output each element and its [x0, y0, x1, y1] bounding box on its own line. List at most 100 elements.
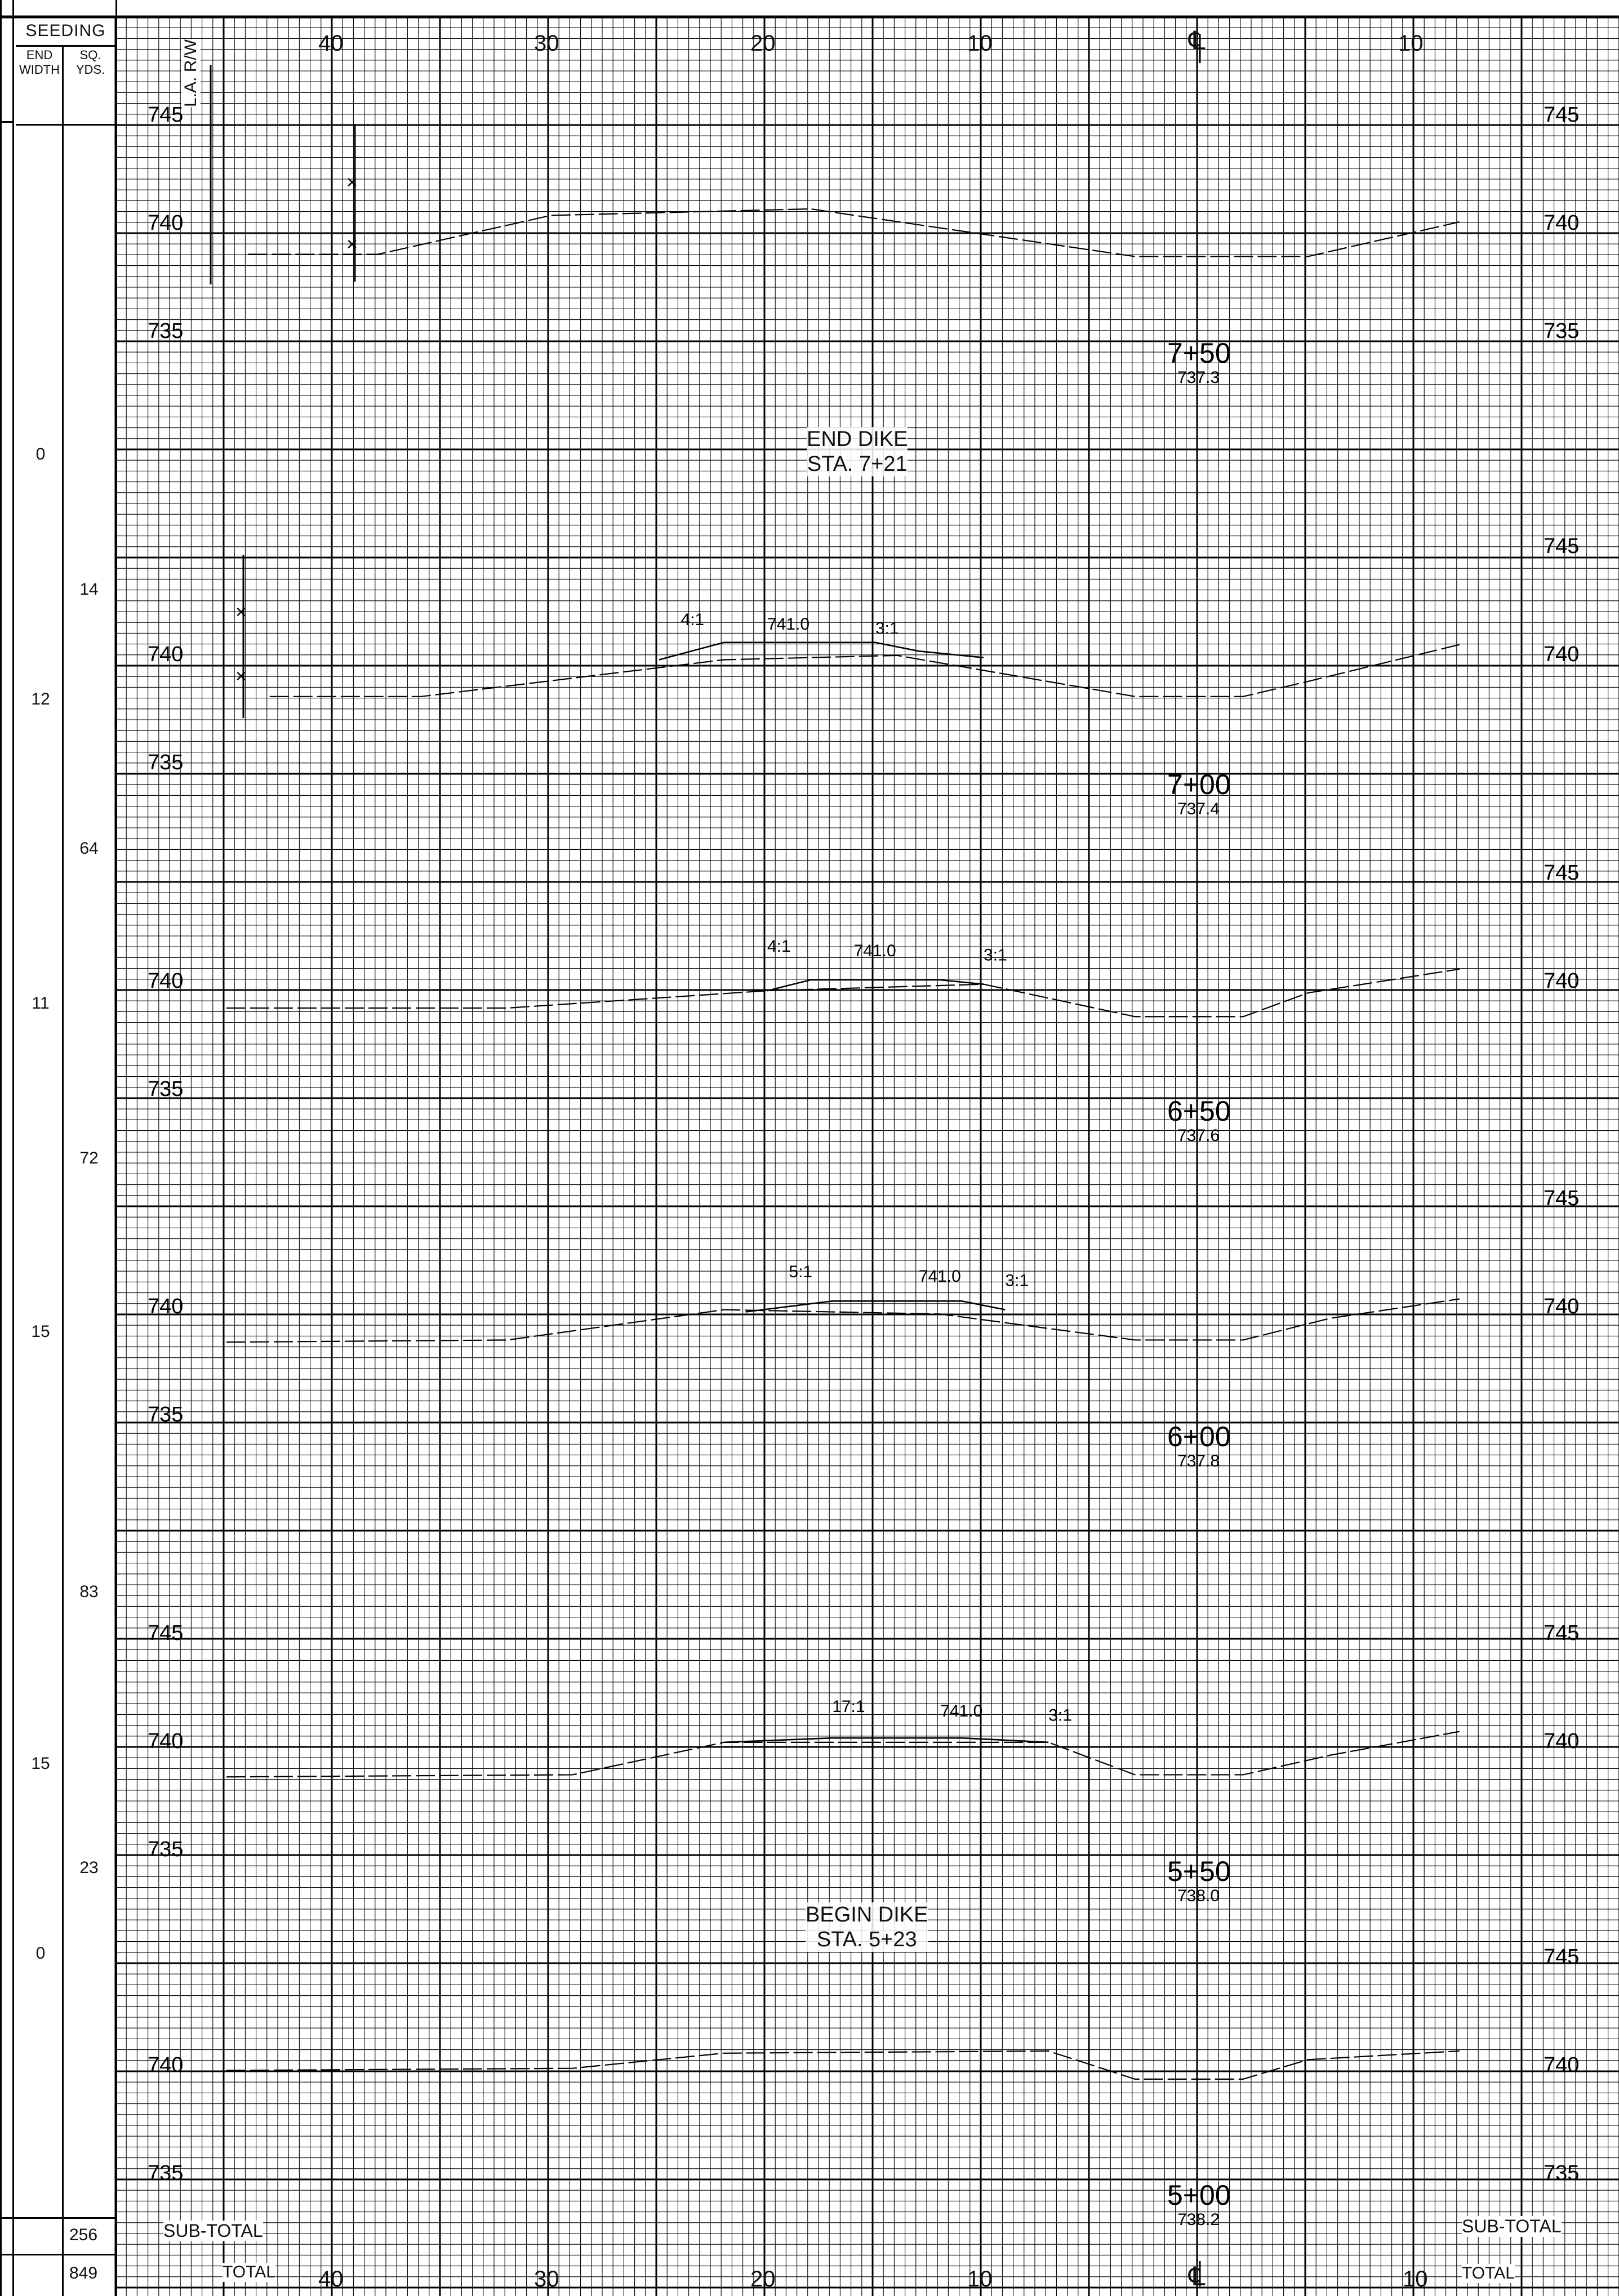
left-elevation-label: 745	[148, 103, 183, 127]
dike-profile	[745, 1300, 1006, 1313]
subtotal-value: 256	[69, 2226, 98, 2244]
graph-paper-grid	[0, 15, 1619, 2296]
right-elevation-label: 745	[1544, 534, 1579, 558]
station-label: 6+00	[1167, 1421, 1231, 1452]
left-elevation-label: 735	[148, 2161, 183, 2185]
station-label: 7+00	[1167, 769, 1231, 800]
left-elevation-label: 740	[148, 969, 183, 993]
right-slope-label: 3:1	[984, 946, 1007, 964]
end-width-value: 12	[31, 690, 50, 708]
left-elevation-label: 735	[148, 1403, 183, 1426]
right-elevation-label: 745	[1544, 1621, 1579, 1645]
right-elevation-label: 740	[1544, 969, 1579, 993]
end-width-header: END WIDTH	[19, 48, 60, 77]
fence-marker: ×	[346, 234, 358, 255]
seeding-header: SEEDING END WIDTH SQ. YDS.	[16, 17, 115, 126]
existing-ground-line	[226, 968, 1460, 1018]
left-elevation-label: 740	[148, 1729, 183, 1753]
dike-top-elevation: 741.0	[767, 615, 810, 634]
right-slope-label: 3:1	[875, 619, 899, 637]
station-elevation: 737.8	[1177, 1452, 1220, 1470]
bottom-tick-label: 10	[967, 2267, 993, 2291]
left-elevation-label: 735	[148, 1838, 183, 1861]
dike-profile	[724, 1737, 1049, 1744]
total-label-right: TOTAL	[1462, 2264, 1515, 2283]
right-elevation-label: 740	[1544, 643, 1579, 666]
station-elevation: 737.3	[1177, 368, 1220, 387]
sq-yds-header: SQ. YDS.	[75, 48, 105, 77]
left-slope-label: 5:1	[789, 1263, 812, 1281]
fence-marker: ×	[346, 172, 358, 193]
left-elevation-label: 740	[148, 2053, 183, 2077]
subtotal-label-right: SUB-TOTAL	[1462, 2216, 1562, 2237]
left-elevation-label: 740	[148, 643, 183, 666]
top-tick-label: 10	[1398, 31, 1424, 56]
left-elevation-label: 735	[148, 319, 183, 343]
left-slope-label: 4:1	[680, 610, 704, 629]
right-elevation-label: 745	[1544, 1187, 1579, 1210]
right-elevation-label: 745	[1544, 103, 1579, 127]
total-value: 849	[69, 2264, 98, 2282]
top-tick-label: 30	[534, 31, 559, 56]
dike-top-elevation: 741.0	[919, 1267, 961, 1286]
end-width-value: 0	[35, 445, 46, 463]
subtotal-label: SUB-TOTAL	[163, 2221, 263, 2241]
centerline-mark: ℄	[1189, 26, 1206, 55]
right-elevation-label: 740	[1544, 2053, 1579, 2077]
right-elevation-label: 740	[1544, 1729, 1579, 1753]
bottom-tick-label: 30	[534, 2267, 559, 2291]
existing-ground-line	[226, 1731, 1460, 1778]
end-width-value: 0	[35, 1944, 46, 1963]
existing-ground-line	[269, 644, 1460, 697]
sq-yds-value: 72	[79, 1149, 99, 1167]
station-label: 7+50	[1167, 337, 1231, 369]
begin-dike-note: BEGIN DIKE STA. 5+23	[806, 1902, 928, 1952]
fence-marker: ×	[235, 666, 247, 687]
right-elevation-label: 745	[1544, 1945, 1579, 1969]
existing-ground-line	[226, 2050, 1460, 2080]
dike-profile	[659, 641, 984, 661]
left-slope-label: 17:1	[832, 1697, 865, 1716]
station-elevation: 738.0	[1177, 1887, 1220, 1905]
right-elevation-label: 745	[1544, 861, 1579, 885]
left-elevation-label: 735	[148, 1077, 183, 1101]
sq-yds-value: 64	[79, 839, 99, 858]
left-elevation-label: 740	[148, 211, 183, 235]
bottom-tick-label: 10	[1403, 2267, 1428, 2291]
row-label: L.A. R/W	[181, 39, 201, 107]
station-label: 6+50	[1167, 1095, 1231, 1127]
dike-top-elevation: 741.0	[940, 1702, 982, 1720]
right-elevation-label: 735	[1544, 319, 1579, 343]
bottom-tick-label: 40	[318, 2267, 344, 2291]
seeding-title: SEEDING	[16, 17, 115, 47]
end-width-value: 11	[32, 994, 50, 1013]
bottom-tick-label: 20	[750, 2267, 776, 2291]
top-tick-label: 40	[318, 31, 344, 56]
left-elevation-label: 735	[148, 751, 183, 774]
sq-yds-value: 23	[79, 1858, 99, 1877]
right-slope-label: 3:1	[1048, 1706, 1072, 1724]
sq-yds-value: 14	[79, 580, 99, 599]
right-elevation-label: 735	[1544, 2161, 1579, 2185]
station-label: 5+50	[1167, 1856, 1231, 1887]
right-slope-label: 3:1	[1005, 1271, 1029, 1290]
dike-top-elevation: 741.0	[854, 942, 896, 960]
top-tick-label: 20	[750, 31, 776, 56]
station-elevation: 737.6	[1177, 1126, 1220, 1145]
station-label: 5+00	[1167, 2179, 1231, 2211]
existing-ground-line	[226, 1298, 1460, 1343]
right-elevation-label: 740	[1544, 1295, 1579, 1318]
centerline-mark: ℄	[1189, 2262, 1206, 2291]
station-elevation: 737.4	[1177, 800, 1220, 818]
end-width-value: 15	[31, 1322, 50, 1341]
station-elevation: 738.2	[1177, 2210, 1220, 2229]
end-width-value: 15	[31, 1754, 50, 1773]
end-dike-note: END DIKE STA. 7+21	[807, 427, 908, 476]
right-elevation-label: 740	[1544, 211, 1579, 235]
